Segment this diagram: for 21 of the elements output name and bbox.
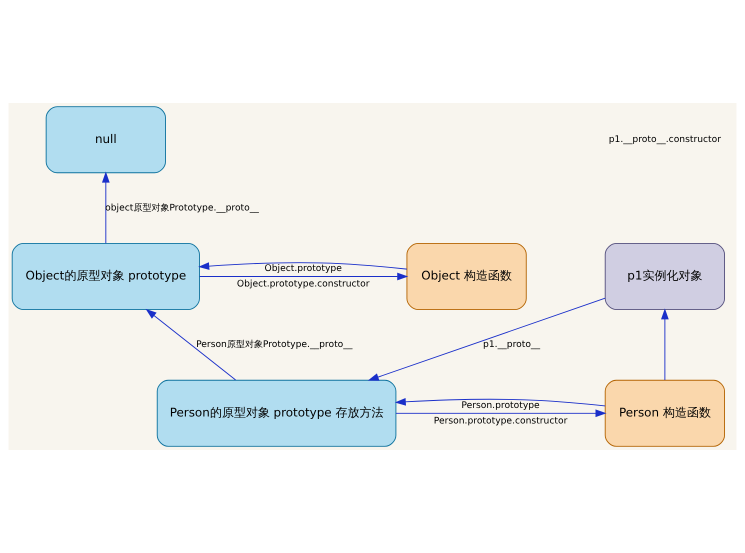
arrow — [396, 409, 607, 418]
arrow — [199, 272, 408, 280]
node-box: Person 构造函数 — [604, 380, 725, 447]
node-box: p1实例化对象 — [604, 242, 725, 310]
edge-label: Object.prototype — [264, 262, 342, 274]
edge-label: Person原型对象Prototype.__proto__ — [196, 339, 352, 350]
edge-label: Person.prototype.constructor — [434, 415, 568, 426]
arrow — [394, 398, 606, 406]
edge-label: Object.prototype.constructor — [236, 278, 370, 290]
label: p1.__proto__.constructor — [608, 134, 722, 146]
arrow — [661, 308, 669, 380]
arrow — [146, 308, 236, 380]
node-box: null — [46, 106, 166, 174]
node-box: Object 构造函数 — [406, 242, 527, 310]
arrow — [368, 298, 606, 381]
node-box: Person的原型对象 prototype 存放方法 — [156, 380, 396, 447]
edge-label: p1.__proto__ — [483, 339, 540, 350]
arrow — [102, 172, 110, 244]
node-box: Object的原型对象 prototype — [12, 242, 200, 310]
arrow — [198, 262, 408, 270]
edge-label: Person.prototype — [461, 400, 540, 411]
